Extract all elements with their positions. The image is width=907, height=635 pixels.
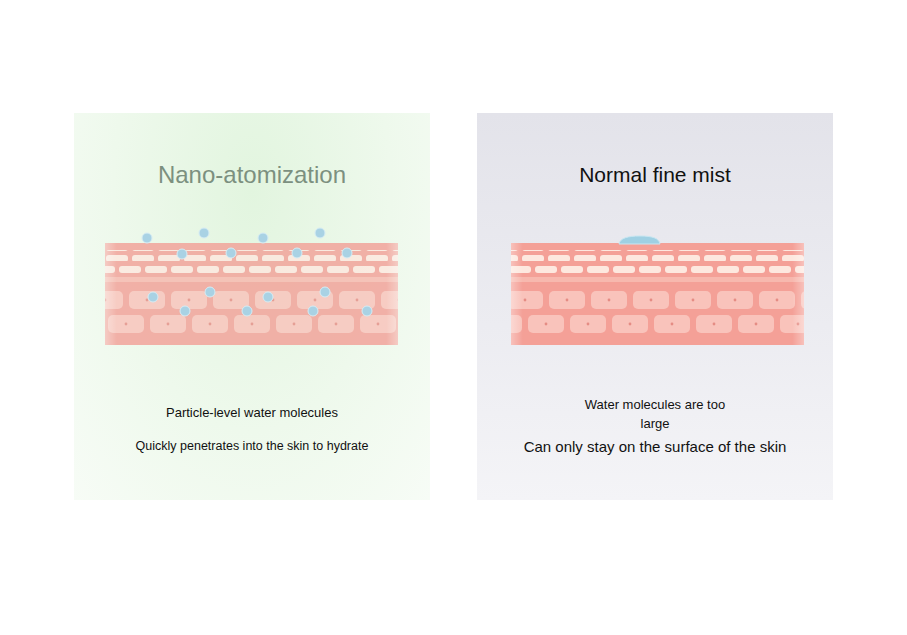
panel-title: Normal fine mist — [485, 161, 825, 189]
panel-caption: Quickly penetrates into the skin to hydr… — [82, 437, 422, 455]
panel-caption: Can only stay on the surface of the skin — [485, 437, 825, 457]
water-particles — [142, 228, 372, 316]
comparison-panel: Nano-atomizationParticle-level water mol… — [74, 113, 430, 500]
panel-caption: Water molecules are too large — [575, 395, 735, 433]
skin-layers — [105, 243, 398, 345]
skin-layers — [511, 243, 804, 345]
water-droplet — [619, 236, 660, 244]
panel-caption: Particle-level water molecules — [82, 404, 422, 422]
panel-title: Nano-atomization — [82, 161, 422, 189]
comparison-panel: Normal fine mistWater molecules are too … — [477, 113, 833, 500]
